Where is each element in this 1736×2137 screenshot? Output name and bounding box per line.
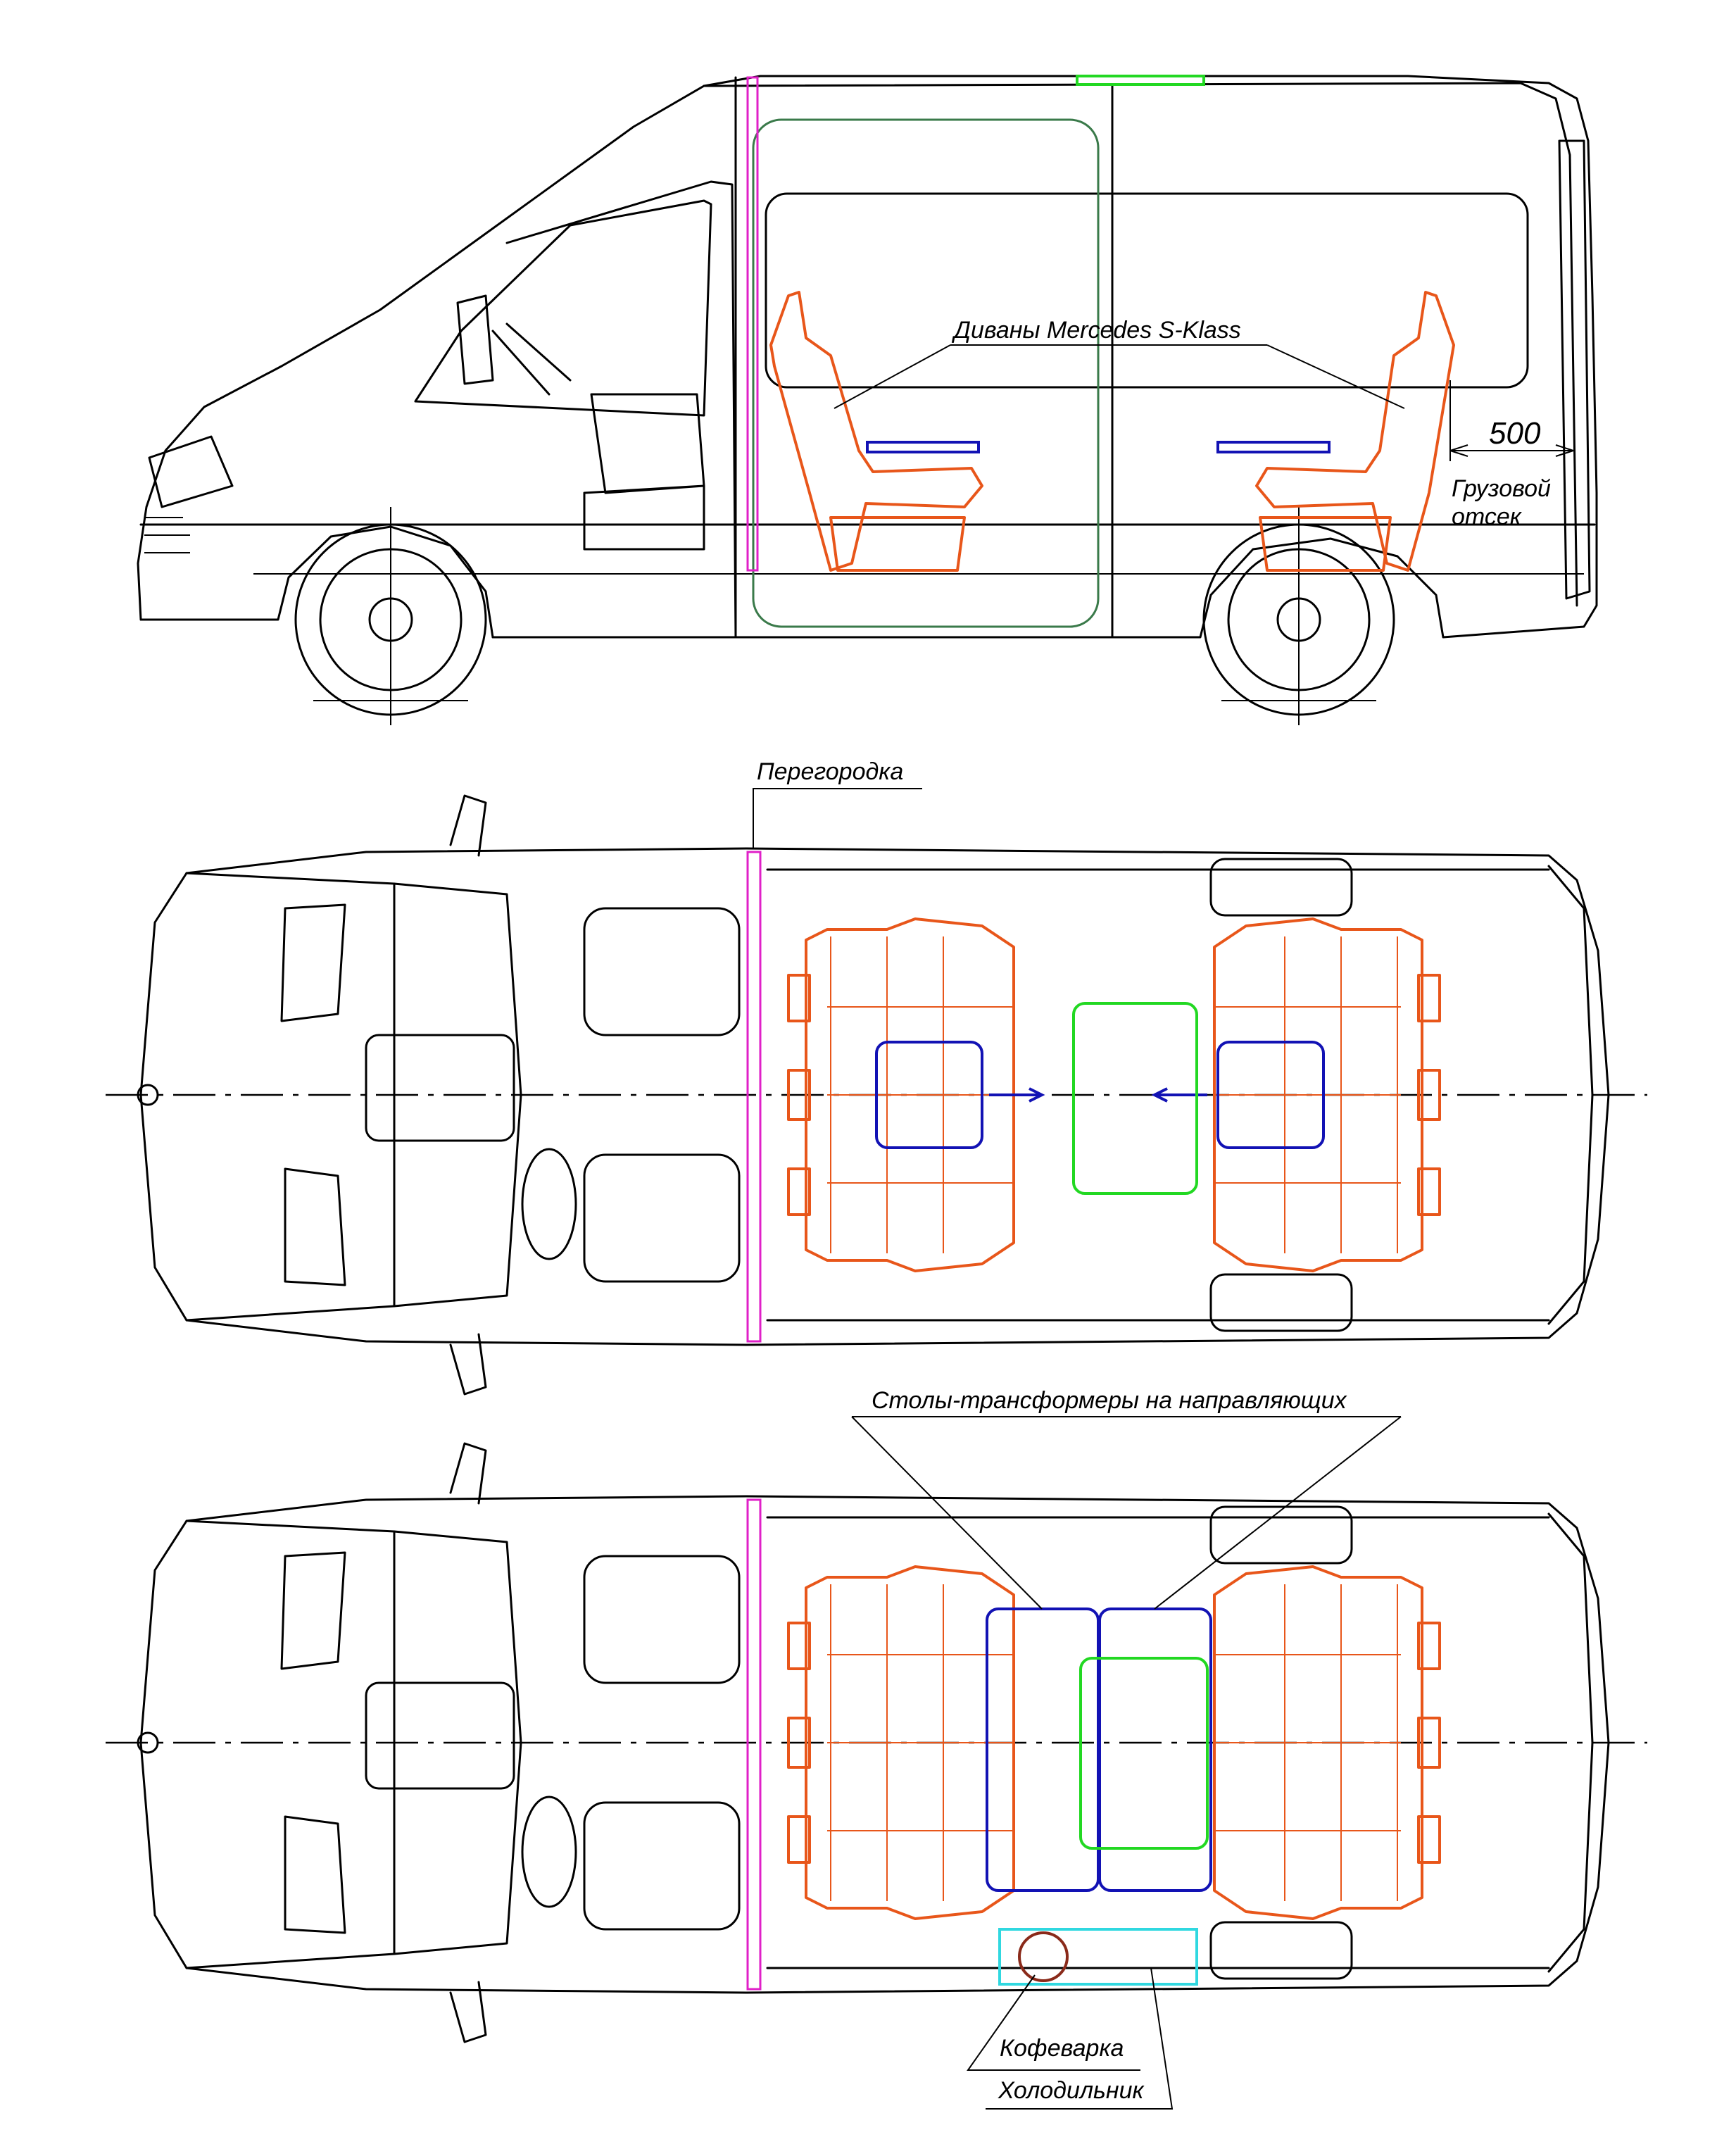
plan1-sofa-rear-arms — [1417, 974, 1441, 1216]
plan1-wheel-arch-top — [1209, 858, 1353, 917]
plan1-driver-seat — [583, 1153, 741, 1283]
plan1-sofa-rear-quilt — [1214, 936, 1401, 1253]
partition-label: Перегородка — [757, 758, 903, 785]
plan2-grille-bottom — [284, 1815, 346, 1934]
plan2-rear — [1547, 1512, 1594, 1973]
side-sofa-rear — [1255, 291, 1455, 572]
plan2-center-table — [1079, 1657, 1209, 1850]
plan2-sofa-front-quilt — [827, 1584, 1014, 1901]
side-rear-door — [1558, 139, 1591, 600]
plan1-table-right — [1216, 1041, 1325, 1149]
plan1-body — [139, 847, 1610, 1346]
side-table-left — [866, 441, 980, 453]
fridge-leader — [986, 1967, 1174, 2110]
plan1-mirror-bottom — [449, 1333, 487, 1396]
plan1-dash-console — [365, 1034, 515, 1142]
side-view: Диваны Mercedes S-Klass 500 Грузовой отс… — [137, 75, 1598, 725]
tables-label: Столы-трансформеры на направляющих — [872, 1387, 1347, 1414]
plan1-hood — [185, 872, 396, 1322]
coffee-maker — [1018, 1931, 1069, 1982]
plan2-windshield — [393, 1530, 522, 1955]
side-headlight — [148, 435, 234, 508]
plan1-arrow-left — [1151, 1087, 1207, 1103]
plan1-sofa-front — [805, 917, 1015, 1272]
plan2-sofa-rear-arms — [1417, 1622, 1441, 1864]
side-sofa-rear-base — [1259, 516, 1392, 572]
plan2-mirror-bottom — [449, 1981, 487, 2043]
plan1-mirror-top — [449, 794, 487, 857]
plan1-star-logo — [137, 1084, 159, 1106]
side-sofa-front — [769, 291, 983, 572]
side-cab-window — [414, 199, 712, 417]
plan2-hood — [185, 1519, 396, 1969]
fridge — [998, 1928, 1198, 1986]
plan1-partition — [746, 851, 762, 1343]
side-passenger-window — [765, 192, 1529, 389]
dimension-value: 500 — [1489, 416, 1541, 451]
plan1-windshield — [393, 882, 522, 1308]
plan2-grille-top — [280, 1551, 346, 1670]
plan-view-top: Перегородка — [106, 758, 1647, 1396]
side-steering — [491, 322, 572, 396]
tables-leaders — [851, 1416, 1402, 1610]
side-driver-seat — [583, 393, 705, 551]
cargo-label-1: Грузовой — [1452, 475, 1551, 502]
plan1-sofa-front-quilt — [827, 936, 1014, 1253]
plan2-driver-seat — [583, 1801, 741, 1931]
plan2-sofa-rear — [1213, 1565, 1423, 1920]
plan1-passenger-seat — [583, 907, 741, 1036]
side-mirror — [456, 294, 494, 385]
plan2-wheel-arch-bottom — [1209, 1921, 1353, 1980]
side-sliding-door — [752, 118, 1100, 628]
side-body-outline — [137, 75, 1598, 639]
side-cab-door — [491, 180, 737, 639]
plan2-steering-wheel — [521, 1796, 577, 1908]
plan-view-bottom: Столы-трансформеры на направляющих Кофев… — [106, 1387, 1647, 2110]
cargo-label-2: отсек — [1452, 503, 1523, 530]
coffee-label: Кофеварка — [1000, 2035, 1124, 2062]
plan1-steering-wheel — [521, 1148, 577, 1260]
side-grille — [144, 517, 190, 553]
side-table-right — [1216, 441, 1331, 453]
side-sofa-front-base — [829, 516, 966, 572]
sofa-leaders — [834, 344, 1405, 409]
plan1-arrow-right — [989, 1087, 1045, 1103]
plan1-sofa-rear — [1213, 917, 1423, 1272]
plan2-star-logo — [137, 1731, 159, 1754]
dimension-line — [1449, 380, 1574, 461]
plan2-partition — [746, 1498, 762, 1991]
coffee-leader — [967, 1974, 1140, 2071]
side-partition — [746, 76, 759, 572]
plan1-grille-bottom — [284, 1167, 346, 1286]
sofa-label: Диваны Mercedes S-Klass — [951, 317, 1241, 344]
plan1-rear — [1547, 865, 1594, 1325]
side-axle-marks — [313, 507, 1376, 725]
plan1-grille-top — [280, 903, 346, 1022]
plan1-table-left — [875, 1041, 983, 1149]
plan2-mirror-top — [449, 1442, 487, 1505]
plan2-wheel-arch-top — [1209, 1505, 1353, 1565]
plan2-sofa-rear-quilt — [1214, 1584, 1401, 1901]
fridge-label: Холодильник — [998, 2077, 1145, 2104]
plan1-sofa-front-arms — [787, 974, 811, 1216]
plan2-dash-console — [365, 1681, 515, 1790]
plan1-center-table — [1072, 1002, 1198, 1195]
plan2-sofa-front-arms — [787, 1622, 811, 1864]
plan2-passenger-seat — [583, 1555, 741, 1684]
plan1-wheel-arch-bottom — [1209, 1273, 1353, 1332]
plan2-body — [139, 1495, 1610, 1994]
partition-leader — [753, 788, 922, 848]
side-roof-line — [703, 82, 1578, 607]
side-roof-hatch — [1076, 75, 1205, 86]
